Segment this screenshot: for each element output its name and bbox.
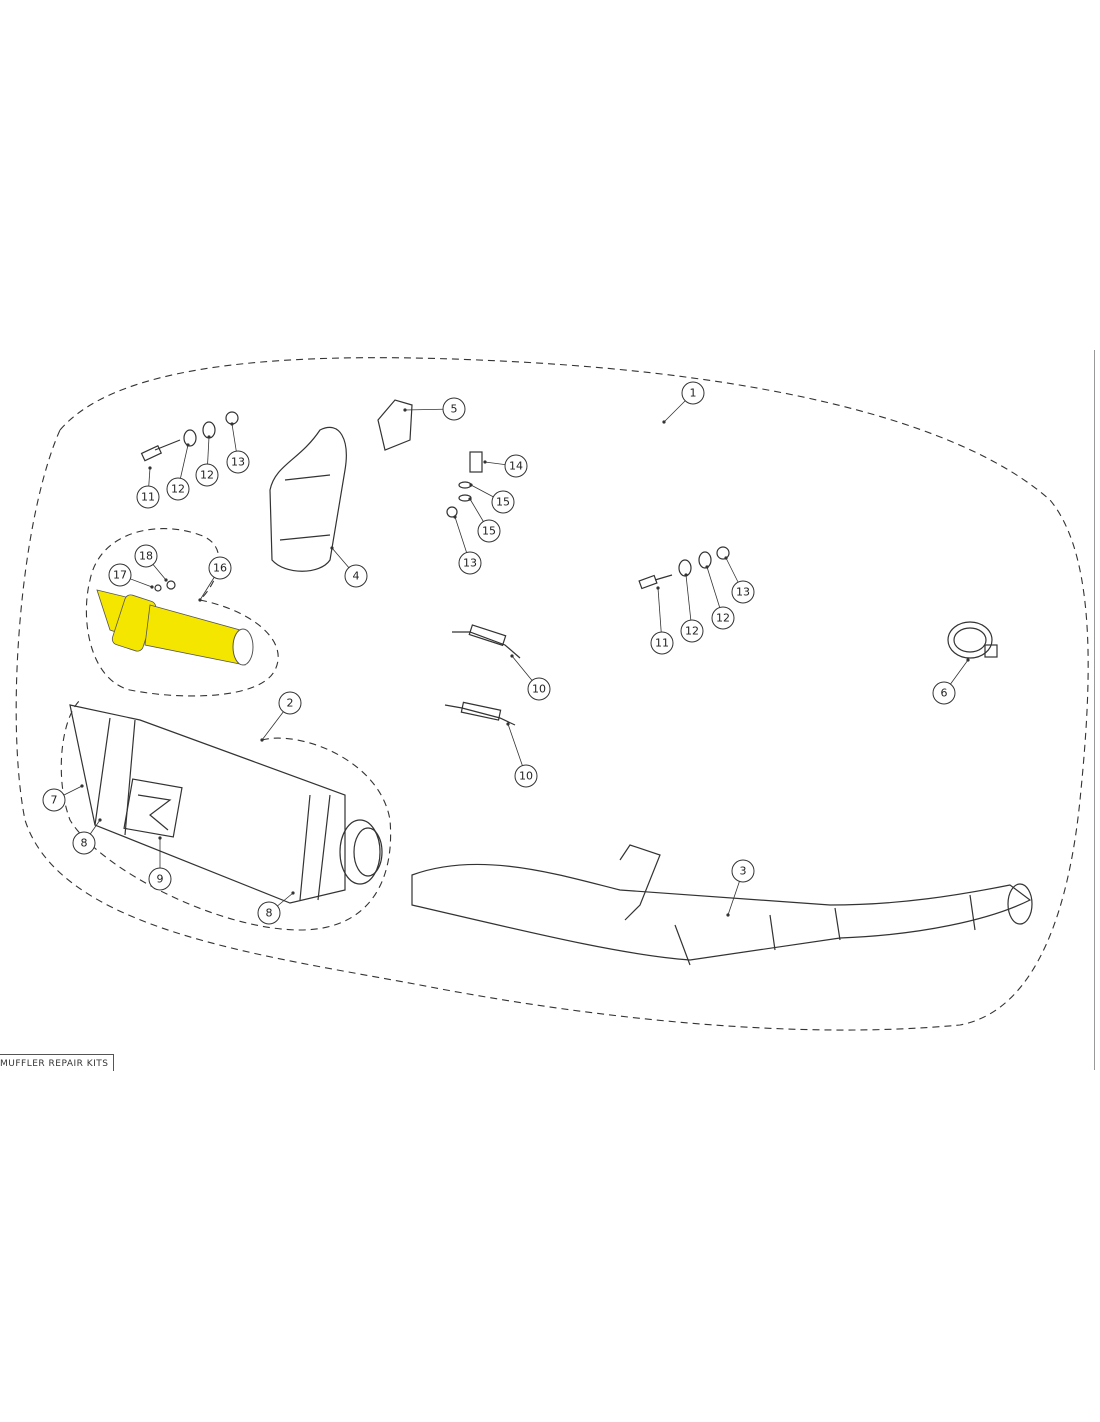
leader-dot <box>468 497 472 501</box>
callout-11: 11 <box>650 631 674 655</box>
leader-dot <box>662 420 666 424</box>
callout-7: 7 <box>42 788 66 812</box>
leader-dot <box>80 784 84 788</box>
callout-number: 3 <box>740 865 747 878</box>
callout-number: 8 <box>266 907 273 920</box>
hanger-bracket <box>269 426 347 572</box>
callout-number: 11 <box>141 491 155 504</box>
callout-number: 11 <box>655 637 669 650</box>
callout-5: 5 <box>442 397 466 421</box>
leader-dot <box>291 891 295 895</box>
fasteners-middle <box>446 451 483 518</box>
callout-number: 16 <box>213 562 227 575</box>
callout-13: 13 <box>458 551 482 575</box>
callout-1: 1 <box>681 381 705 405</box>
callout-number: 6 <box>941 687 948 700</box>
fasteners-right <box>638 546 730 590</box>
callout-15: 15 <box>491 490 515 514</box>
leader-dot <box>330 546 334 550</box>
leader-dot <box>724 556 728 560</box>
callout-number: 10 <box>532 683 546 696</box>
fasteners-left <box>140 411 239 462</box>
leader-dot <box>198 598 202 602</box>
muffler <box>69 704 383 904</box>
callout-9: 9 <box>148 867 172 891</box>
callout-6: 6 <box>932 681 956 705</box>
callout-10: 10 <box>527 677 551 701</box>
leader-dot <box>158 836 162 840</box>
callout-number: 7 <box>51 794 58 807</box>
kit-boundary-1 <box>15 357 1089 1031</box>
callout-number: 13 <box>736 586 750 599</box>
frame-border <box>1094 350 1095 1070</box>
leader-dot <box>469 483 473 487</box>
callout-13: 13 <box>226 450 250 474</box>
leader-dot <box>186 443 190 447</box>
callout-8: 8 <box>257 901 281 925</box>
callout-number: 13 <box>463 557 477 570</box>
leader-dot <box>684 573 688 577</box>
callout-15: 15 <box>477 519 501 543</box>
kit-boundary-2 <box>60 699 392 931</box>
callout-16: 16 <box>208 556 232 580</box>
callout-number: 4 <box>353 570 360 583</box>
leader-dot <box>705 565 709 569</box>
link-pipe <box>411 844 1033 966</box>
leader-dot <box>506 722 510 726</box>
callout-17: 17 <box>108 563 132 587</box>
callout-number: 13 <box>231 456 245 469</box>
leader-dot <box>726 913 730 917</box>
callout-number: 12 <box>171 483 185 496</box>
callout-number: 8 <box>81 837 88 850</box>
clamp <box>947 621 998 659</box>
callout-3: 3 <box>731 859 755 883</box>
callout-number: 12 <box>685 625 699 638</box>
db-killer-insert-highlighted <box>96 589 254 666</box>
callout-2: 2 <box>278 691 302 715</box>
callout-number: 12 <box>716 612 730 625</box>
leader-dot <box>403 408 407 412</box>
callout-4: 4 <box>344 564 368 588</box>
leader-dot <box>966 658 970 662</box>
leader-dot <box>483 460 487 464</box>
leader-dot <box>150 585 154 589</box>
callout-12: 12 <box>195 463 219 487</box>
callout-number: 14 <box>509 460 523 473</box>
leader-dot <box>453 515 457 519</box>
kit-boundary-16 <box>85 528 279 697</box>
callout-14: 14 <box>504 454 528 478</box>
callout-12: 12 <box>166 477 190 501</box>
springs <box>444 624 521 726</box>
callout-8: 8 <box>72 831 96 855</box>
leader-dot <box>230 422 234 426</box>
callout-12: 12 <box>680 619 704 643</box>
diagram-title: MUFFLER REPAIR KITS <box>0 1054 114 1071</box>
callout-number: 15 <box>482 525 496 538</box>
callout-number: 18 <box>139 550 153 563</box>
leader-dot <box>510 654 514 658</box>
callout-number: 17 <box>113 569 127 582</box>
leader-dot <box>207 435 211 439</box>
callout-number: 12 <box>200 469 214 482</box>
callout-18: 18 <box>134 544 158 568</box>
callout-number: 10 <box>519 770 533 783</box>
callout-number: 9 <box>157 873 164 886</box>
leader-dot <box>148 466 152 470</box>
leader-dot <box>260 738 264 742</box>
callout-12: 12 <box>711 606 735 630</box>
callout-11: 11 <box>136 485 160 509</box>
leader-dot <box>98 818 102 822</box>
mounting-bracket <box>377 399 413 451</box>
callout-number: 15 <box>496 496 510 509</box>
leader-dot <box>164 578 168 582</box>
leader-dot <box>656 586 660 590</box>
callout-13: 13 <box>731 580 755 604</box>
callout-number: 2 <box>287 697 294 710</box>
callout-number: 5 <box>451 403 458 416</box>
callout-number: 1 <box>690 387 697 400</box>
callout-10: 10 <box>514 764 538 788</box>
